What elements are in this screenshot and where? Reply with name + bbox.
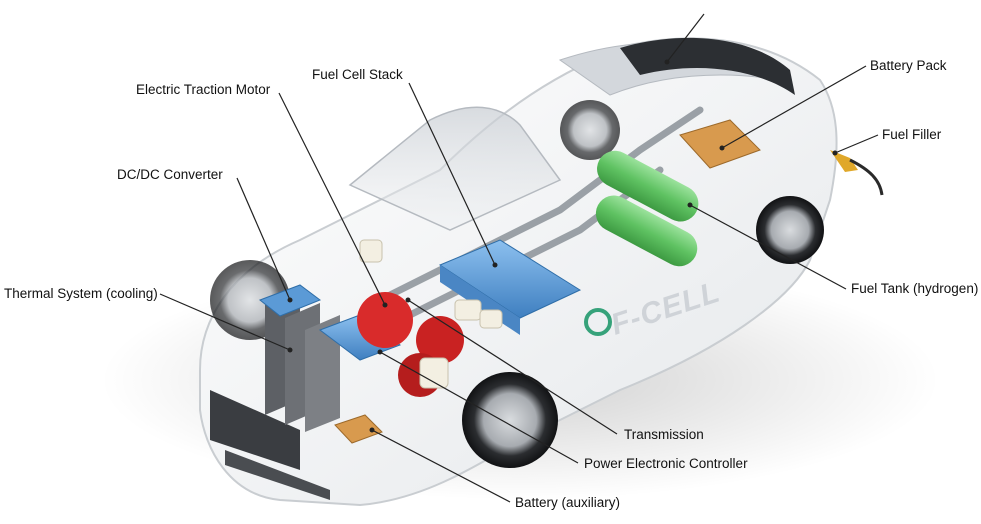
fuel-tank xyxy=(595,150,699,267)
label-thermal-system: Thermal System (cooling) xyxy=(4,286,158,301)
front-grille xyxy=(210,390,300,470)
label-dcdc-converter: DC/DC Converter xyxy=(117,167,223,182)
lower-grille xyxy=(225,450,330,500)
windshield xyxy=(348,106,562,231)
label-fuel-filler: Fuel Filler xyxy=(882,127,942,142)
label-fuel-cell-stack: Fuel Cell Stack xyxy=(312,67,403,82)
auxiliary-battery xyxy=(334,414,383,444)
label-power-electronic-controller: Power Electronic Controller xyxy=(584,456,748,471)
label-electric-traction-motor: Electric Traction Motor xyxy=(136,82,271,97)
label-battery-auxiliary: Battery (auxiliary) xyxy=(515,495,620,510)
label-fuel-tank: Fuel Tank (hydrogen) xyxy=(851,281,978,296)
rear-spoiler xyxy=(620,37,795,95)
brand-logo-mark xyxy=(584,308,612,336)
battery-pack xyxy=(679,119,761,169)
rear-left-wheel xyxy=(560,100,620,160)
coolant-reservoirs xyxy=(359,239,503,389)
thermal-system xyxy=(265,290,340,432)
fuel-filler-nozzle xyxy=(830,150,884,196)
leader-lines xyxy=(159,13,879,503)
label-battery-pack: Battery Pack xyxy=(870,58,947,73)
rear-right-wheel xyxy=(756,196,824,264)
front-left-wheel xyxy=(462,372,558,468)
label-transmission: Transmission xyxy=(624,427,704,442)
